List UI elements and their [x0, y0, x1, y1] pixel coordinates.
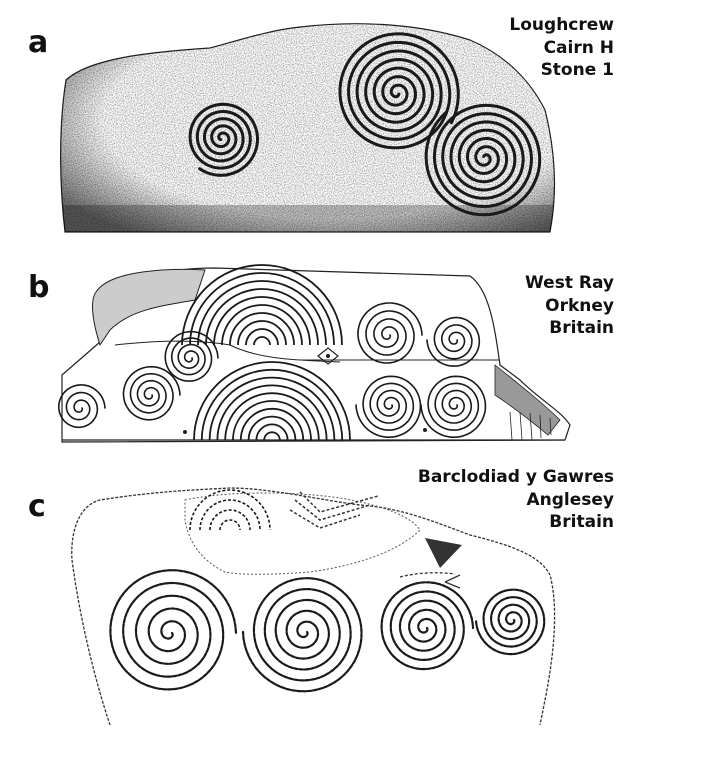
panel-b-caption-line-3: Britain — [549, 318, 614, 338]
panel-b-letter: b — [28, 270, 50, 305]
spiral-b-5 — [355, 375, 422, 439]
spiral-b-4 — [426, 316, 481, 367]
spiral-b-1 — [164, 330, 219, 382]
panel-a-caption: Loughcrew Cairn H Stone 1 — [509, 14, 614, 82]
stone-c — [71, 487, 556, 726]
lozenge-mark — [317, 347, 339, 365]
triangle-mark — [425, 538, 462, 568]
spiral-a-small — [188, 102, 260, 177]
panel-b-caption-line-1: West Ray — [525, 273, 614, 293]
stone-a — [60, 23, 556, 233]
spiral-c-4 — [474, 588, 546, 656]
panel-a-caption-line-3: Stone 1 — [540, 60, 614, 80]
stone-b — [57, 264, 571, 443]
concentric-c-top — [189, 489, 271, 531]
spiral-c-3 — [380, 581, 475, 671]
panel-c-caption: Barclodiad y Gawres Anglesey Britain — [418, 466, 614, 534]
spiral-b-6 — [420, 375, 487, 439]
spiral-c-1 — [109, 569, 238, 691]
spiral-b-top-fan — [181, 264, 343, 346]
spiral-a-top — [338, 32, 460, 150]
panel-c-caption-line-2: Anglesey — [526, 489, 614, 510]
spiral-b-2 — [122, 365, 181, 421]
panel-c-letter: c — [28, 489, 46, 524]
panel-b-caption: West Ray Orkney Britain — [525, 272, 614, 340]
panel-a-letter: a — [28, 25, 49, 60]
spiral-b-bottom-fan — [193, 361, 351, 441]
spiral-c-2 — [241, 577, 363, 693]
spiral-b-left-edge — [57, 384, 106, 429]
panel-b-caption-line-2: Orkney — [545, 295, 614, 316]
spiral-b-3 — [357, 302, 423, 364]
panel-a-caption-line-1: Loughcrew — [509, 15, 614, 35]
spiral-a-right — [424, 103, 542, 217]
chevrons-c — [289, 491, 379, 529]
panel-c-caption-line-3: Britain — [549, 512, 614, 532]
panel-c-caption-line-1: Barclodiad y Gawres — [417, 467, 614, 487]
panel-a-caption-line-2: Cairn H — [543, 37, 614, 58]
